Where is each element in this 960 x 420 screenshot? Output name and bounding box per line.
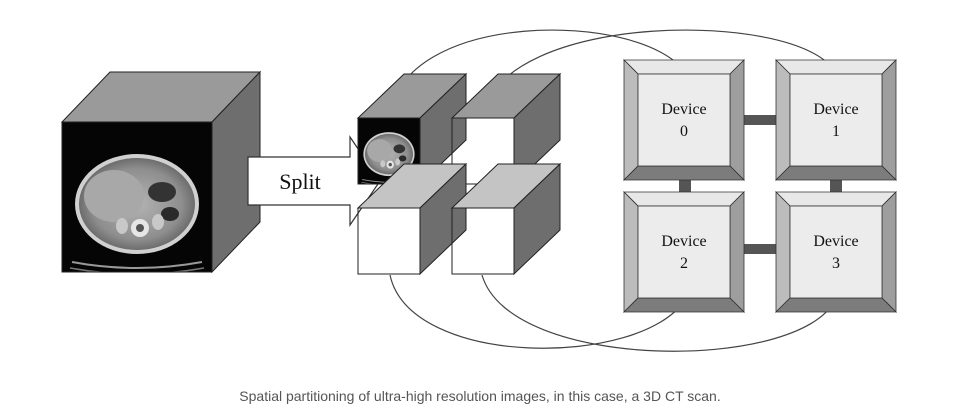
ct-volume-cube (60, 70, 262, 274)
device-3-index: 3 (832, 255, 840, 272)
device-3-label: Device (813, 233, 858, 250)
link-device-1-3 (830, 178, 842, 194)
partition-cube-bottom-right (450, 162, 562, 276)
device-0: Device 0 (623, 59, 745, 181)
link-device-0-2 (679, 178, 691, 194)
device-links (679, 115, 842, 254)
link-device-0-1 (743, 115, 778, 125)
split-label: Split (279, 169, 321, 194)
device-1-label: Device (813, 101, 858, 118)
device-0-label: Device (661, 101, 706, 118)
ct-scan-slice (62, 122, 212, 274)
arrow-to-device-3 (481, 274, 836, 352)
device-3: Device 3 (775, 191, 897, 313)
figure-caption: Spatial partitioning of ultra-high resol… (239, 388, 721, 404)
device-2-index: 2 (680, 255, 688, 272)
device-1: Device 1 (775, 59, 897, 181)
partition-cube-bottom-left (356, 162, 468, 276)
device-2: Device 2 (623, 191, 745, 313)
partition-cube-top-right (450, 72, 562, 186)
link-device-2-3 (743, 244, 778, 254)
partition-diagram: Split (60, 29, 897, 352)
device-0-index: 0 (680, 123, 688, 140)
arrow-to-device-2 (389, 274, 686, 349)
split-arrow: Split (247, 135, 381, 227)
device-2-label: Device (661, 233, 706, 250)
device-1-index: 1 (832, 123, 840, 140)
partition-cube-top-left (356, 72, 468, 186)
